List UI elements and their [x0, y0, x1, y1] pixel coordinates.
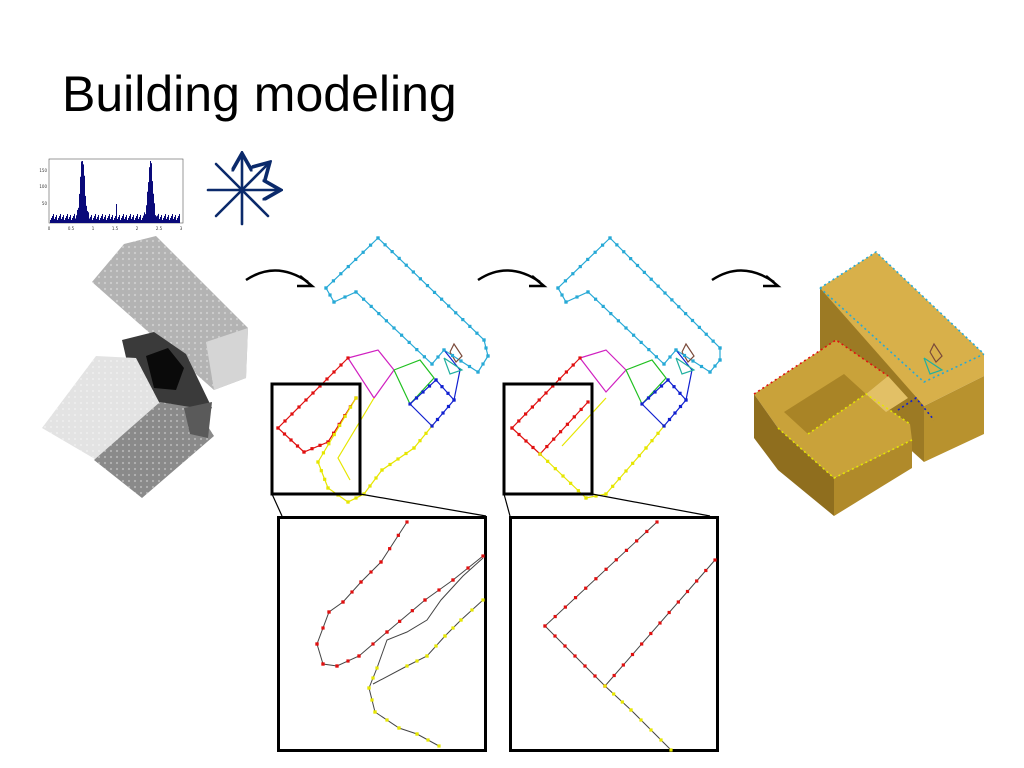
raw-outline-diagram	[264, 232, 500, 517]
height-map-image	[36, 232, 256, 502]
histogram-ytick: 150	[39, 168, 47, 173]
principal-directions-icon	[202, 150, 284, 230]
zoom-panel-raw	[277, 516, 487, 752]
histogram-xtick: 1	[92, 226, 95, 231]
3d-building-model	[748, 248, 988, 516]
histogram-xtick: 0	[48, 226, 51, 231]
step-arrow-1	[242, 262, 317, 292]
histogram-xtick: 2.5	[156, 226, 163, 231]
regularized-outline-diagram	[496, 232, 732, 517]
orientation-histogram: 150 100 50 0 0.5 1 1.5 2 2.5 3	[39, 155, 190, 235]
step-arrow-2	[474, 262, 549, 292]
zoom-panel-regularized	[509, 516, 719, 752]
zoom-region-box	[502, 382, 594, 496]
histogram-ytick: 50	[42, 201, 48, 206]
histogram-xtick: 2	[136, 226, 139, 231]
slide-title: Building modeling	[62, 66, 457, 122]
histogram-xtick: 0.5	[68, 226, 75, 231]
histogram-bars	[50, 161, 180, 223]
histogram-xtick: 3	[180, 226, 183, 231]
histogram-ytick: 100	[39, 184, 47, 189]
histogram-xtick: 1.5	[112, 226, 119, 231]
zoom-region-box	[270, 382, 362, 496]
step-arrow-3	[708, 262, 783, 292]
